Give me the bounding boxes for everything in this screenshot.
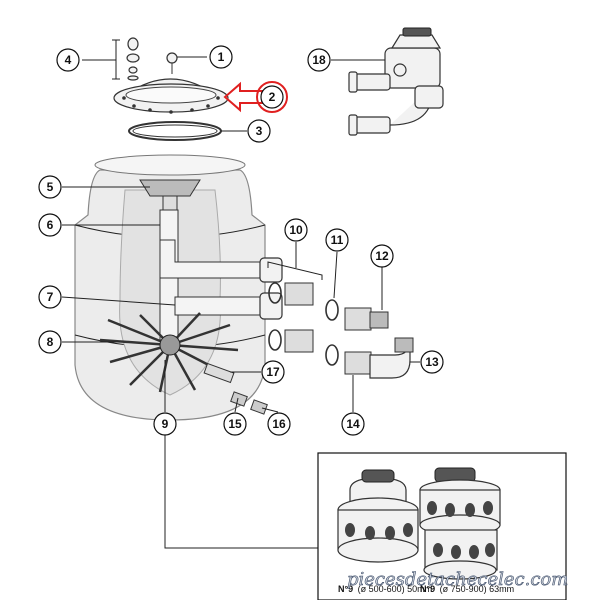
leader-lines xyxy=(61,186,420,549)
callout-circle xyxy=(261,360,285,384)
multiport-valve-icon xyxy=(348,27,444,136)
inset-box: N°9 (ø 500-600) 50mm N°9 (ø 750-900) 63m… xyxy=(317,452,567,600)
callout-circle xyxy=(38,175,62,199)
callout-10: 10 xyxy=(284,218,308,242)
callout-label: 8 xyxy=(47,335,54,349)
callout-circle xyxy=(223,412,247,436)
callout-label: 7 xyxy=(47,290,54,304)
callout-11: 11 xyxy=(325,228,349,252)
lid-group xyxy=(82,37,263,141)
inset-caption-right: N°9 (ø 750-900) 63mm xyxy=(420,584,514,594)
callout-circle xyxy=(38,213,62,237)
callout-circle xyxy=(38,330,62,354)
callout-15: 15 xyxy=(223,412,247,436)
callout-circle xyxy=(307,48,331,72)
small-parts-icon xyxy=(126,37,140,81)
callout-circle xyxy=(420,350,444,374)
callout-label: 11 xyxy=(331,233,344,247)
callout-circle xyxy=(284,218,308,242)
callout-label: 16 xyxy=(272,417,286,431)
callout-2: 2 xyxy=(256,81,288,113)
callout-label: 12 xyxy=(375,249,389,263)
callout-12: 12 xyxy=(370,244,394,268)
lid-icon xyxy=(113,78,229,114)
callout-label: 15 xyxy=(228,417,242,431)
callout-9: 9 xyxy=(153,412,177,436)
callout-5: 5 xyxy=(38,175,62,199)
callout-label: 14 xyxy=(346,417,360,431)
knob-icon xyxy=(166,52,178,74)
callout-3: 3 xyxy=(247,119,271,143)
callout-6: 6 xyxy=(38,213,62,237)
callout-16: 16 xyxy=(267,412,291,436)
callout-circle xyxy=(247,119,271,143)
callout-14: 14 xyxy=(341,412,365,436)
callout-circle xyxy=(267,412,291,436)
callout-label: 3 xyxy=(256,124,263,138)
callout-label: 1 xyxy=(218,50,225,64)
callout-circle xyxy=(325,228,349,252)
callout-label: 2 xyxy=(269,90,276,104)
callout-circle xyxy=(56,48,80,72)
callout-17: 17 xyxy=(261,360,285,384)
callout-circle xyxy=(209,45,233,69)
center-pipe-icon xyxy=(159,209,283,341)
callout-label: 17 xyxy=(266,365,280,379)
o-ring-icon xyxy=(128,121,222,141)
watermark-text: piecesdetachecelec.com xyxy=(347,569,568,590)
callout-circle xyxy=(260,85,284,109)
callout-circle xyxy=(370,244,394,268)
callout-label: 4 xyxy=(65,53,72,67)
callout-label: 18 xyxy=(312,53,326,67)
callout-circle xyxy=(341,412,365,436)
fittings-icon xyxy=(268,282,414,379)
callout-8: 8 xyxy=(38,330,62,354)
callout-label: 13 xyxy=(425,355,439,369)
callout-label: 9 xyxy=(162,417,169,431)
callout-label: 5 xyxy=(47,180,54,194)
drain-icon xyxy=(203,362,268,415)
callout-13: 13 xyxy=(420,350,444,374)
callout-1: 1 xyxy=(209,45,233,69)
hub-small-icon xyxy=(337,469,419,563)
callout-circle xyxy=(153,412,177,436)
callout-7: 7 xyxy=(38,285,62,309)
callout-label: 10 xyxy=(289,223,303,237)
highlight-ring xyxy=(256,81,288,113)
callout-18: 18 xyxy=(307,48,331,72)
hub-icon xyxy=(159,334,181,356)
callout-4: 4 xyxy=(56,48,80,72)
diffuser-icon xyxy=(139,179,201,211)
callout-label: 6 xyxy=(47,218,54,232)
hub-large-icon xyxy=(419,467,501,580)
inset-caption-left: N°9 (ø 500-600) 50mm xyxy=(338,584,432,594)
callout-circle xyxy=(38,285,62,309)
